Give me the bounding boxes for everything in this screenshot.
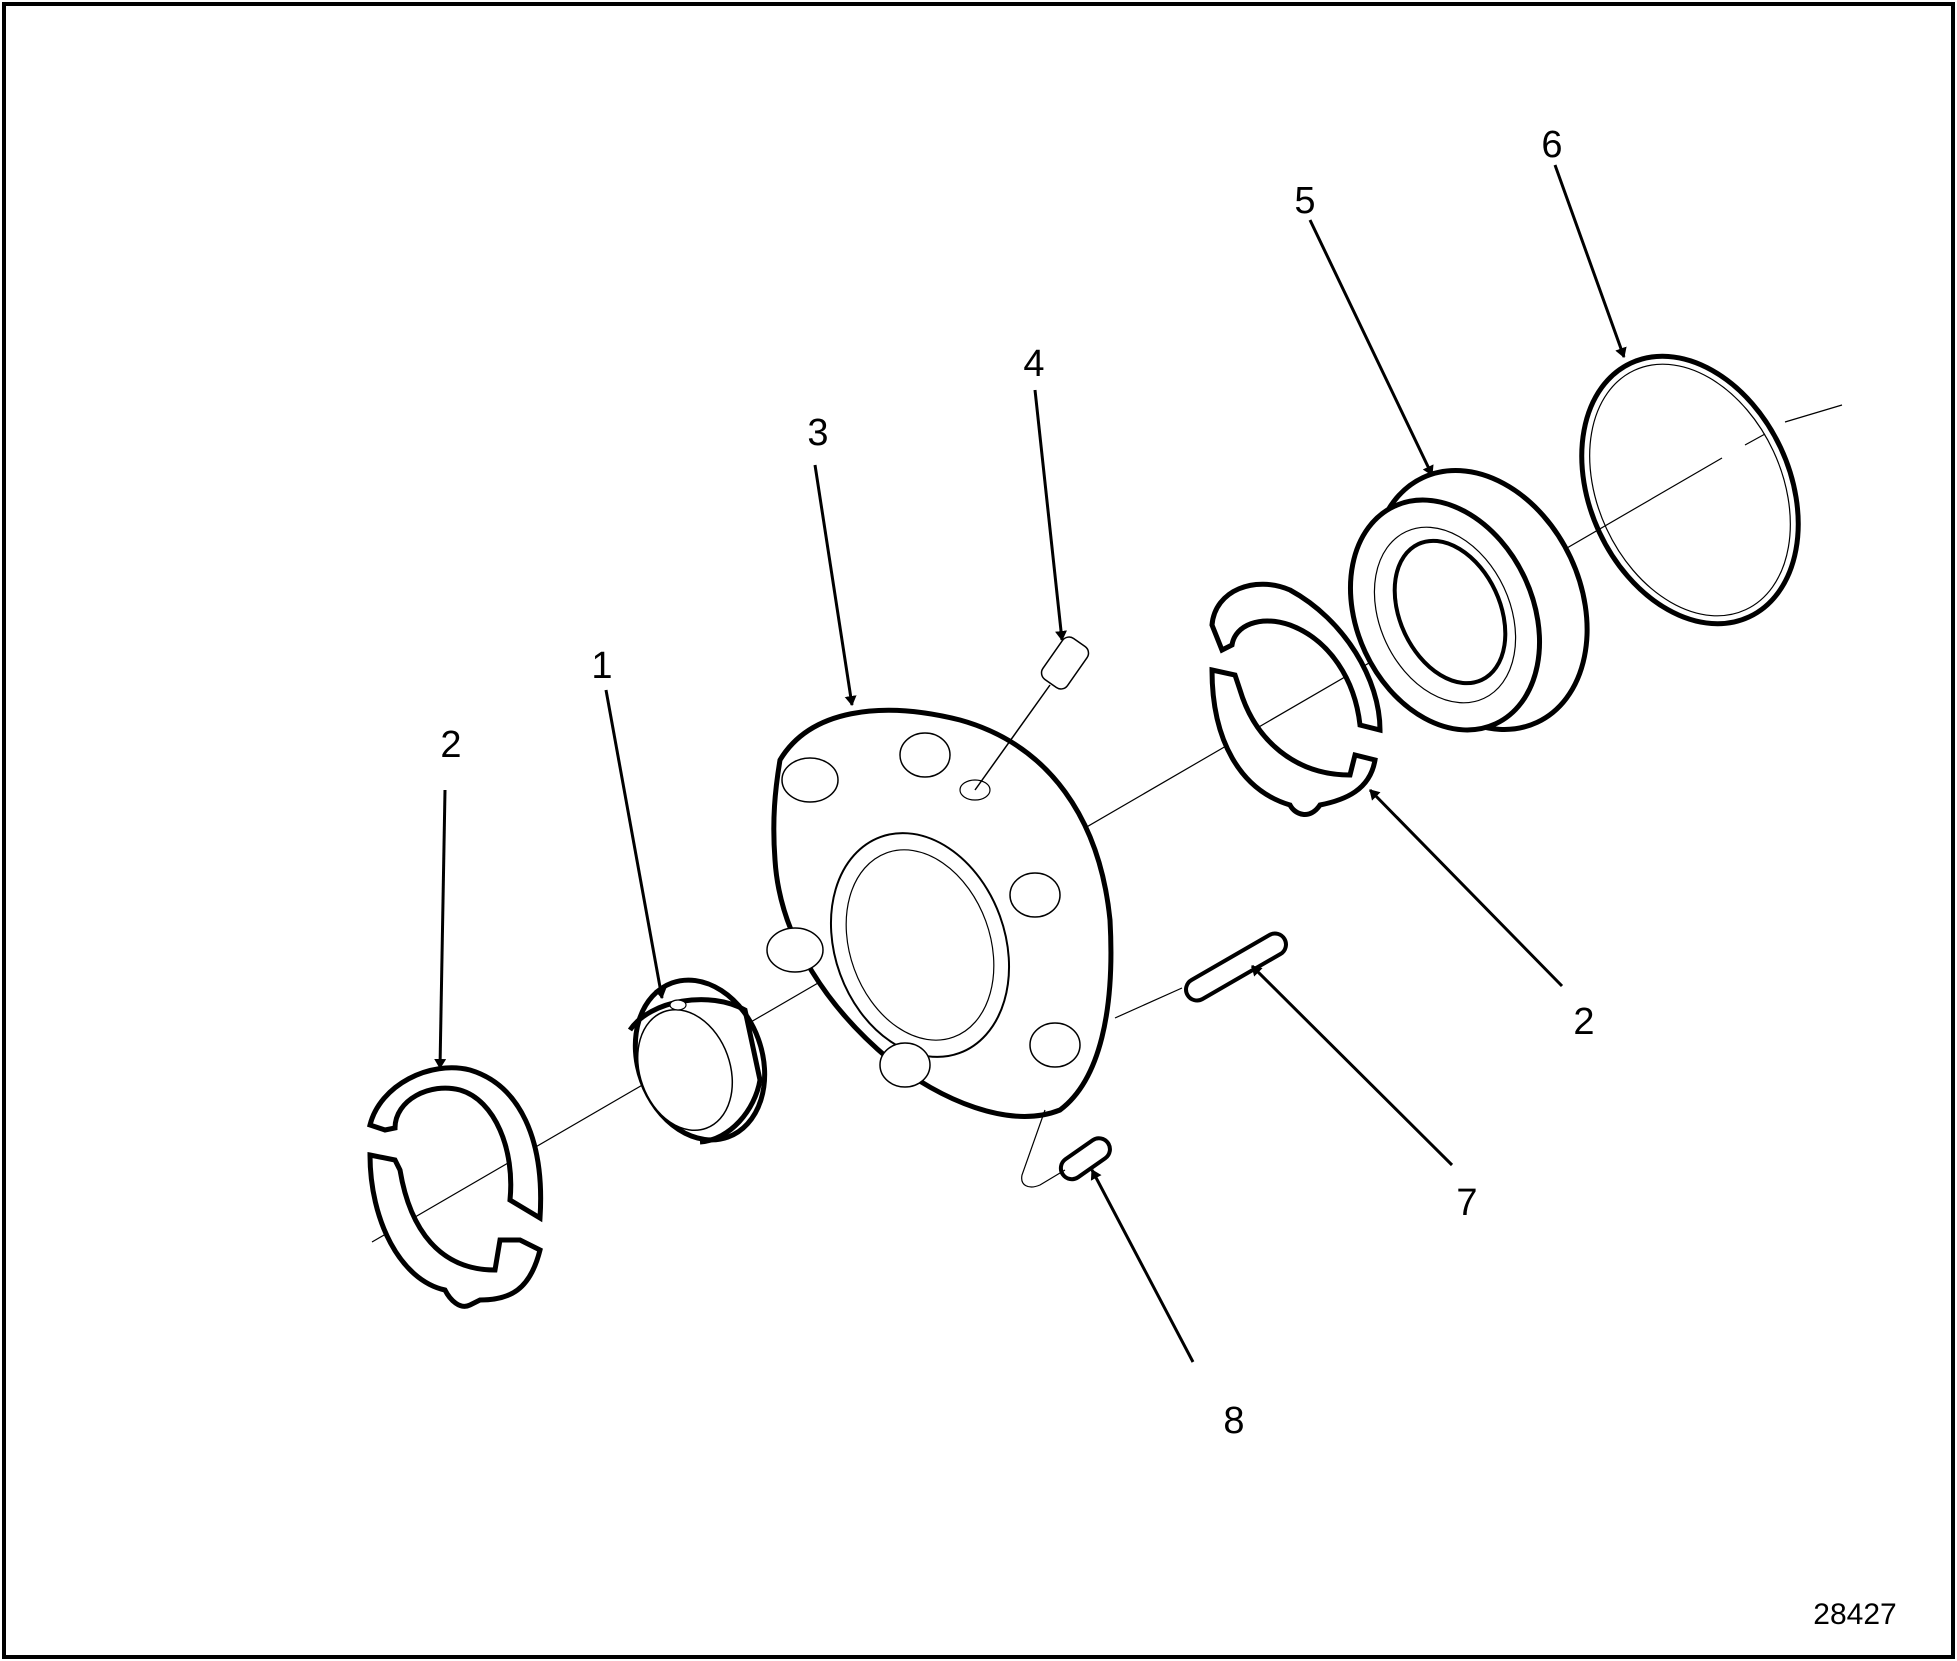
leader-5	[1308, 219, 1434, 476]
long-pin	[1114, 931, 1288, 1019]
callout-8: 8	[1223, 1400, 1244, 1442]
leader-2-left	[434, 789, 447, 1069]
center-axis	[371, 404, 1843, 1243]
figure-number: 28427	[1813, 1598, 1896, 1631]
leader-3	[813, 464, 857, 706]
seal	[1347, 468, 1590, 733]
callout-1: 1	[591, 645, 612, 687]
housing	[766, 707, 1114, 1119]
callout-5: 5	[1294, 180, 1315, 222]
leader-lines	[434, 164, 1627, 1363]
callout-2-right: 2	[1573, 1001, 1594, 1043]
callout-2-left: 2	[440, 724, 461, 766]
thrust-washer-left	[367, 1065, 544, 1309]
leader-1	[604, 689, 667, 999]
ring	[1579, 353, 1801, 627]
plug	[974, 636, 1090, 791]
leader-8	[1090, 1169, 1195, 1363]
callout-6: 6	[1541, 124, 1562, 166]
thrust-washer-right	[1209, 581, 1383, 817]
callout-3: 3	[807, 412, 828, 454]
leader-4	[1033, 389, 1067, 641]
leader-7	[1250, 964, 1454, 1167]
short-pin	[1021, 1109, 1112, 1188]
leader-6	[1553, 164, 1627, 358]
leader-2-right	[1368, 788, 1564, 988]
callout-labels: 2 1 3 4 5 6 2 7 8	[440, 124, 1594, 1442]
bushing	[627, 977, 768, 1145]
callout-4: 4	[1023, 343, 1044, 385]
callout-7: 7	[1456, 1182, 1477, 1224]
